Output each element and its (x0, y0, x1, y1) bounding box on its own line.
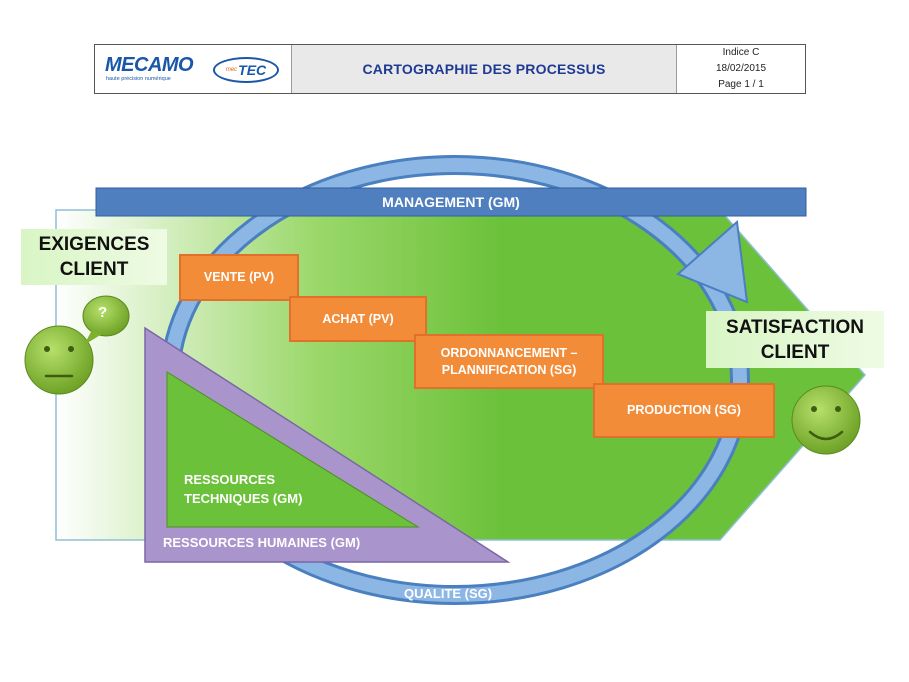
page-number: Page 1 / 1 (718, 79, 764, 90)
document-index: Indice C (722, 47, 760, 58)
happy-face-icon (791, 385, 861, 455)
question-mark: ? (98, 304, 108, 321)
resources-triangle-inner (166, 371, 420, 528)
satisfaction-client-label: SATISFACTION CLIENT (706, 311, 884, 368)
document-meta: Indice C 18/02/2015 Page 1 / 1 (676, 45, 805, 93)
ressources-humaines-label: RESSOURCES HUMAINES (GM) (163, 535, 361, 550)
mecamo-logo: MECAMO (105, 54, 194, 76)
logo-area: MECAMO haute précision numérique mec TEC (95, 45, 292, 93)
mectec-logo-prefix: mec (225, 67, 238, 73)
ressources-techniques-label: RESSOURCES TECHNIQUES (GM) (184, 472, 303, 506)
exigences-client-label: EXIGENCES CLIENT (21, 229, 167, 285)
mecamo-logo-tagline: haute précision numérique (106, 76, 171, 82)
mectec-logo-text: TEC (238, 62, 267, 78)
step-vente: VENTE (PV) (179, 254, 299, 301)
step-achat: ACHAT (PV) (289, 296, 427, 342)
qualite-label: QUALITE (SG) (404, 586, 493, 601)
speech-bubble-icon (82, 295, 130, 345)
neutral-face-icon (24, 325, 94, 395)
step-ordonnancement: ORDONNANCEMENT – PLANNIFICATION (SG) (414, 334, 604, 389)
management-label: MANAGEMENT (GM) (382, 194, 520, 210)
mectec-logo: mec TEC (213, 57, 279, 83)
page-title: CARTOGRAPHIE DES PROCESSUS (292, 45, 676, 93)
quality-cycle-arrowhead (676, 219, 749, 304)
document-header: MECAMO haute précision numérique mec TEC… (94, 44, 806, 94)
management-bar (95, 187, 807, 217)
document-date: 18/02/2015 (715, 63, 767, 74)
step-production: PRODUCTION (SG) (593, 383, 775, 438)
